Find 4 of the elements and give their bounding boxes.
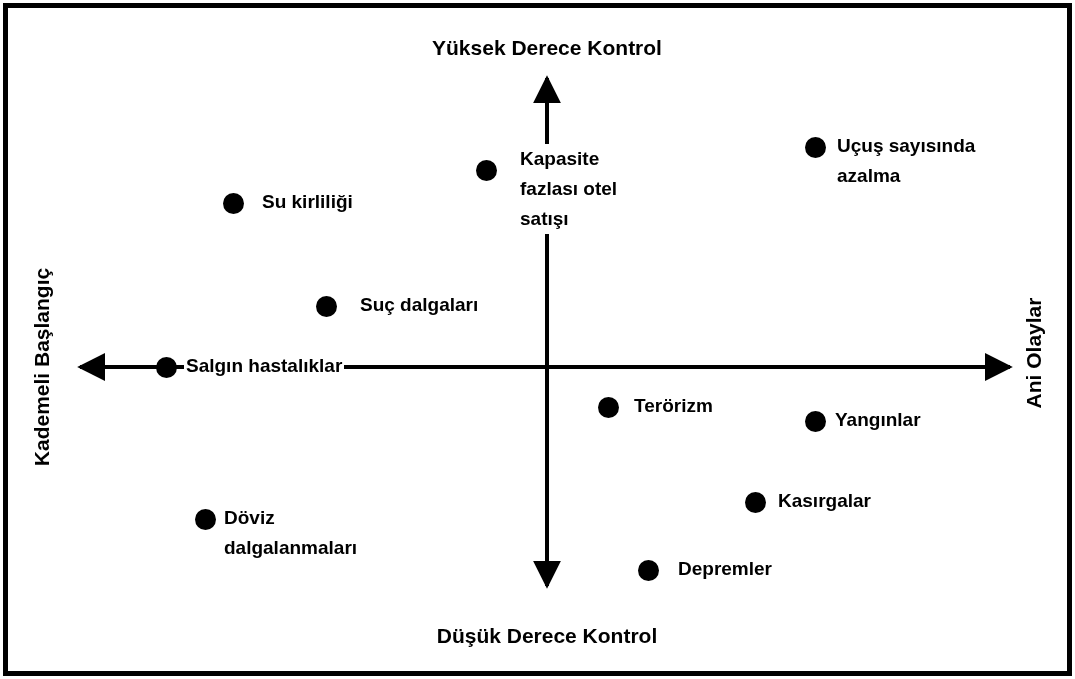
axis-label: Yüksek Derece Kontrol <box>432 35 662 62</box>
axis-label: Kademeli Başlangıç <box>29 267 55 467</box>
axis-label: Düşük Derece Kontrol <box>436 623 658 650</box>
axis-label: Ani Olaylar <box>1021 297 1047 409</box>
